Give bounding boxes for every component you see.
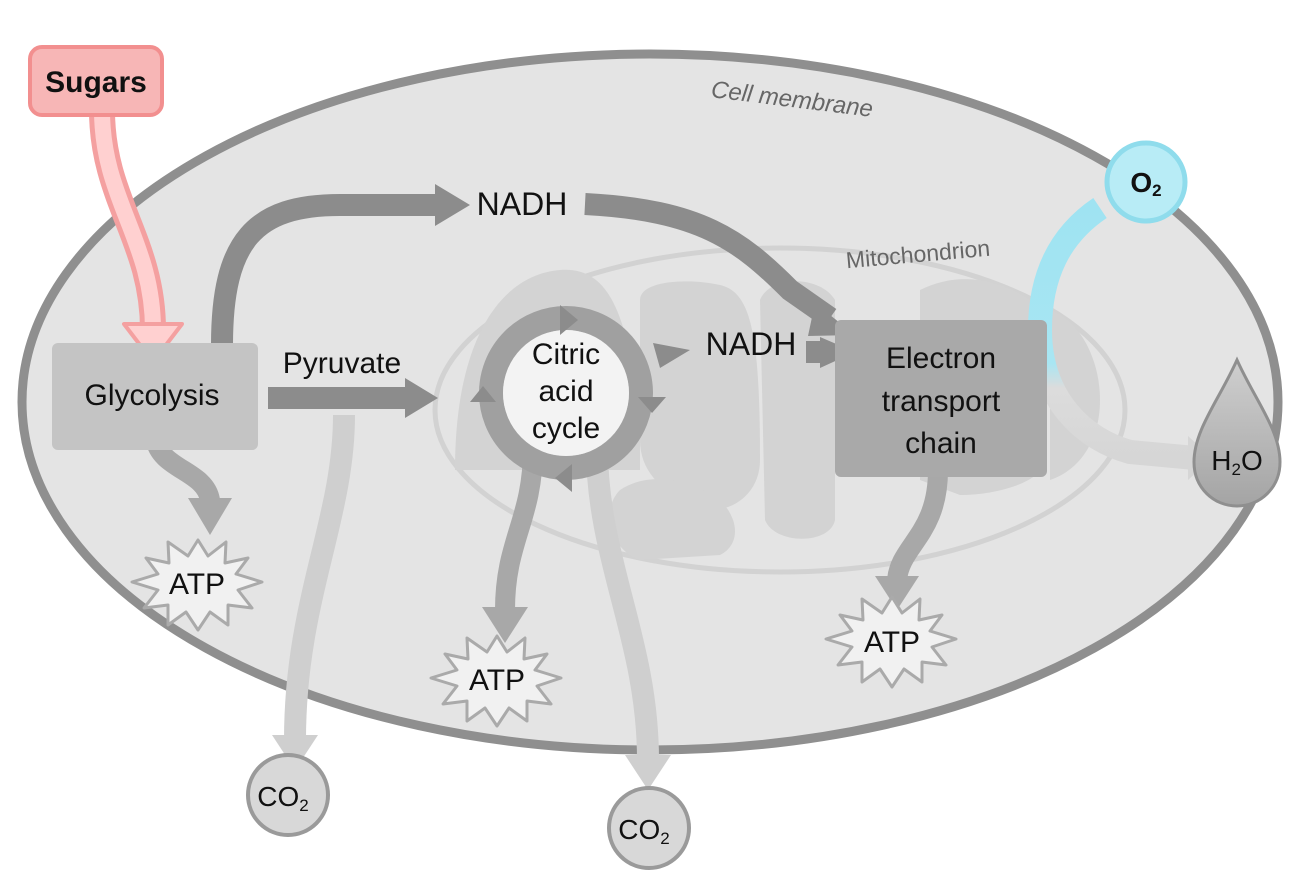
citric-cycle-center xyxy=(503,330,629,456)
co2-circle xyxy=(607,786,691,870)
arrowhead-pyruvate xyxy=(405,378,438,418)
arrow-nadh-to-etc xyxy=(584,193,837,328)
arrowhead-nadh-mid xyxy=(653,343,690,368)
glycolysis-box xyxy=(52,343,258,450)
atp-label-3: ATP xyxy=(864,626,920,659)
arrowhead-nadh-top xyxy=(435,184,470,226)
atp-label-1: ATP xyxy=(169,568,225,601)
water-output: H2O xyxy=(1192,356,1282,508)
atp-burst-3: ATP xyxy=(824,595,958,689)
citric-label-line2: acid xyxy=(538,375,593,408)
citric-acid-cycle: Citric acid cycle xyxy=(470,305,666,492)
arrow-pyruvate-to-co2 xyxy=(284,414,355,741)
water-o: O xyxy=(1241,445,1263,476)
etc-box xyxy=(835,320,1047,477)
oxygen-symbol: O xyxy=(1130,167,1152,198)
water-label: H2O xyxy=(1211,445,1262,479)
crista xyxy=(609,479,735,560)
etc-label-line1: Electron xyxy=(886,342,996,375)
atp-burst-1: ATP xyxy=(130,538,264,632)
dark-arrows xyxy=(211,193,837,409)
co2-arrows xyxy=(284,414,659,761)
mitochondrion-outer xyxy=(432,245,1128,575)
oxygen-input: O2 xyxy=(1104,140,1188,224)
arrow-glycolysis-to-nadh xyxy=(211,194,440,346)
arrowhead-atp-2 xyxy=(482,607,528,643)
etc-label-line2: transport xyxy=(882,385,1001,418)
citric-label-line1: Citric xyxy=(532,338,600,371)
sugars-box xyxy=(28,45,164,117)
electron-transport-chain: Electron transport chain xyxy=(835,320,1047,477)
co2-subscript: 2 xyxy=(299,796,308,815)
cycle-arrowhead-top xyxy=(560,305,578,335)
atp-burst-2: ATP xyxy=(429,634,563,728)
atp-starburst xyxy=(429,634,563,728)
co2-subscript: 2 xyxy=(660,829,669,848)
sugars-arrow-body xyxy=(94,109,161,331)
crista xyxy=(640,281,760,510)
co2-circle xyxy=(246,753,330,837)
co2-symbol: CO xyxy=(618,814,660,845)
water-h: H xyxy=(1211,445,1231,476)
co2-output-1: CO2 xyxy=(246,753,330,837)
cycle-arrowhead-right xyxy=(638,397,666,413)
arrowhead-co2-2 xyxy=(625,755,671,790)
cycle-arrowhead-left xyxy=(470,386,496,402)
arrow-etc-to-atp xyxy=(887,469,948,582)
sugars-label: Sugars xyxy=(45,66,147,99)
oxygen-subscript: 2 xyxy=(1152,181,1161,200)
atp-starburst xyxy=(824,595,958,689)
water-subscript: 2 xyxy=(1231,460,1240,479)
arrowhead-atp-1 xyxy=(188,498,232,535)
water-drop xyxy=(1192,356,1282,508)
glycolysis-step: Glycolysis xyxy=(52,343,258,450)
arrowhead-atp-3 xyxy=(875,576,919,610)
co2-arrowheads xyxy=(272,735,671,790)
arrowhead-co2-1 xyxy=(272,735,318,770)
citric-label-line3: cycle xyxy=(532,412,600,445)
atp-starburst xyxy=(130,538,264,632)
oxygen-circle xyxy=(1104,140,1188,224)
sugars-input: Sugars xyxy=(28,45,164,117)
atp-arrowheads xyxy=(188,498,919,643)
co2-label-2: CO2 xyxy=(618,814,669,848)
co2-symbol: CO xyxy=(257,781,299,812)
co2-label-1: CO2 xyxy=(257,781,308,815)
nadh-label-top: NADH xyxy=(477,186,568,222)
nadh-label-mid: NADH xyxy=(706,326,797,362)
cycle-arrowhead-bottom xyxy=(555,464,572,492)
etc-label-line3: chain xyxy=(905,427,977,460)
atp-label-2: ATP xyxy=(469,664,525,697)
oxygen-label: O2 xyxy=(1130,167,1161,200)
co2-output-2: CO2 xyxy=(607,786,691,870)
arrow-citric-to-co2 xyxy=(586,447,659,761)
pyruvate-label: Pyruvate xyxy=(283,347,401,380)
glycolysis-label: Glycolysis xyxy=(84,379,219,412)
